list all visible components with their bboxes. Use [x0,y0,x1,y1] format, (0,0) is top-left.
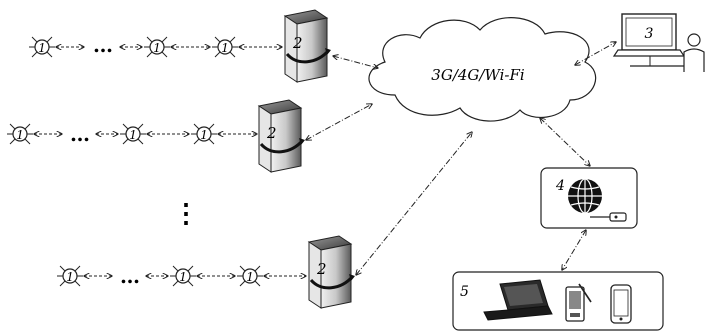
sensor-node: 1 [211,36,239,58]
sensor-node: 1 [190,123,218,145]
laptop-icon [483,279,553,321]
gateway-server: 2 [257,99,305,173]
ellipsis: … [120,264,140,288]
link-gateway3-cloud [356,132,472,275]
user-icon [683,33,705,72]
svg-text:1: 1 [179,270,187,284]
router-box: 4 [540,167,638,229]
svg-text:2: 2 [316,260,327,278]
pda-icon [565,283,592,322]
workstation: 3 [612,13,705,72]
sensor-node: 1 [169,265,197,287]
svg-text:1: 1 [129,128,137,142]
sensor-row-3: 1 … 1 1 [56,264,306,288]
smartphone-icon [610,284,632,324]
svg-text:1: 1 [38,41,46,55]
sensor-node: 1 [119,123,147,145]
link-router-clients [562,230,586,270]
svg-text:1: 1 [66,270,74,284]
network-label: 3G/4G/Wi-Fi [431,66,525,84]
vertical-ellipsis: ⋮ [173,199,199,229]
gateway-server: 2 [307,235,355,309]
svg-text:1: 1 [221,41,229,55]
svg-text:2: 2 [266,124,277,142]
sensor-row-1: 1 … 1 1 [28,33,282,58]
sensor-node: 1 [236,265,264,287]
svg-text:1: 1 [246,270,254,284]
clients-label: 5 [460,284,469,300]
router-label: 4 [555,178,565,194]
sensor-row-2: 1 … 1 1 [6,122,257,146]
sensor-node: 1 [143,36,171,58]
svg-text:1: 1 [16,128,24,142]
sensor-node: 1 [28,36,56,58]
ellipsis: … [70,122,90,146]
modem-icon [590,212,627,222]
client-devices-box: 5 [452,271,664,331]
svg-text:1: 1 [200,128,208,142]
svg-text:2: 2 [292,34,303,52]
link-gateway2-cloud [306,104,372,140]
ellipsis: … [93,33,113,57]
sensor-node: 1 [6,123,34,145]
link-gateway1-cloud [333,56,378,68]
computer-label: 3 [645,26,654,42]
gateway-server: 2 [283,9,331,83]
svg-text:1: 1 [153,41,161,55]
link-cloud-computer [575,42,616,65]
link-cloud-router [540,118,590,166]
network-cloud: 3G/4G/Wi-Fi [368,17,597,122]
sensor-node: 1 [56,265,84,287]
globe-icon [568,178,602,214]
